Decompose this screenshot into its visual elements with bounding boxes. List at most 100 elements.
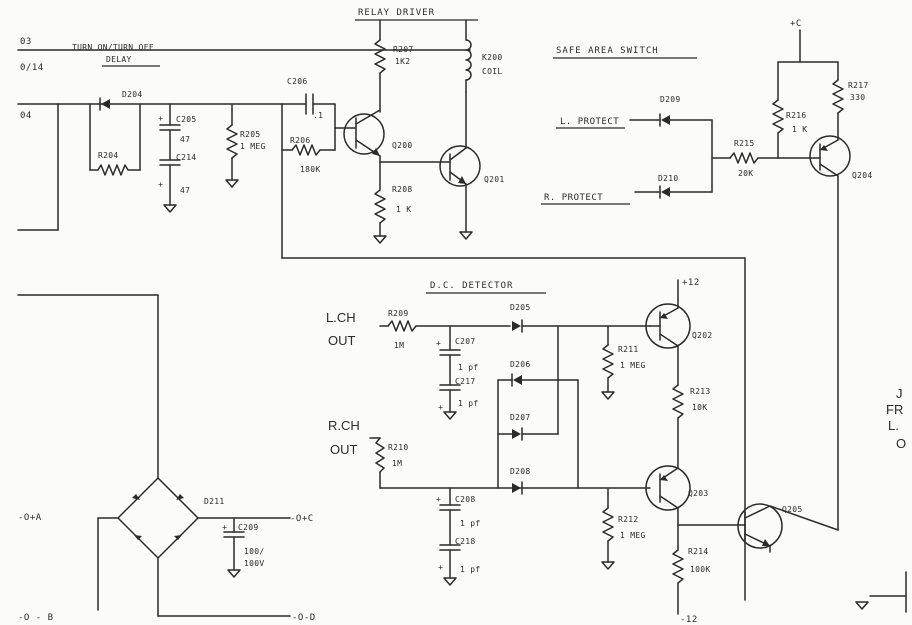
transistor-q203: Q203 [645, 465, 708, 511]
edge-text-1: FR [886, 402, 903, 417]
input-l-out: OUT [328, 333, 356, 348]
svg-text:+: + [222, 523, 227, 532]
transistor-q201: Q201 [379, 91, 504, 240]
r206-label: R206 [290, 136, 310, 145]
transistor-q204: Q204 [777, 135, 872, 531]
d211-label: D211 [204, 497, 224, 506]
resistor-r212: R212 1 MEG [601, 487, 645, 570]
svg-text:+: + [438, 563, 443, 572]
section-title-turn-on-off: TURN ON/TURN OFF [72, 43, 154, 52]
r213-label: R213 [690, 387, 710, 396]
d209-label: D209 [660, 95, 680, 104]
resistor-r215 [729, 152, 779, 164]
r204-label: R204 [98, 151, 118, 160]
input-l-protect: L. PROTECT [560, 117, 619, 127]
r217-value: 330 [850, 93, 865, 102]
d205-label: D205 [510, 303, 530, 312]
resistor-r217: R217 330 [832, 61, 868, 141]
r206-value: 180K [300, 165, 320, 174]
transistor-q200: Q200 [334, 109, 412, 157]
c209-value-1: 100/ [244, 547, 264, 556]
section-title-safe-area-switch: SAFE AREA SWITCH [556, 46, 659, 56]
r208-value: 1 K [396, 205, 411, 214]
relay-driver-section: RELAY DRIVER C206 .1 R206 180K Q200 [281, 8, 746, 601]
q202-label: Q202 [692, 331, 712, 340]
bridge-rectifier [117, 477, 199, 559]
c218-label: C218 [455, 537, 475, 546]
d207-label: D207 [510, 413, 530, 422]
dc-detector-section: D.C. DETECTOR L.CH OUT R209 1M + + C207 … [326, 278, 839, 625]
diode-d208: D208 [510, 467, 530, 495]
c214-label: C214 [176, 153, 196, 162]
edge-text-2: L. [888, 418, 899, 433]
power-supply-section: -O+A -O - B -O-D -O+C D211 + C209 100/ 1… [17, 294, 316, 623]
diode-d209: D209 [659, 95, 680, 127]
c207-label: C207 [455, 337, 475, 346]
resistor-r211: R211 1 MEG [601, 325, 645, 400]
q204-label: Q204 [852, 171, 872, 180]
d208-label: D208 [510, 467, 530, 476]
r210-value: 1M [392, 459, 402, 468]
r209-value: 1M [394, 341, 404, 350]
r205-value: 1 MEG [240, 142, 266, 151]
r216-value: 1 K [792, 125, 807, 134]
r207-value: 1K2 [395, 57, 410, 66]
r213-value: 10K [692, 403, 707, 412]
c206-value: .1 [313, 111, 323, 120]
c217-value: 1 pf [458, 399, 478, 408]
net-label-03: 03 [20, 37, 32, 47]
c217-label: C217 [455, 377, 475, 386]
resistor-r204 [89, 164, 141, 176]
diode-d206: D206 [497, 360, 530, 387]
c218-value: 1 pf [460, 565, 480, 574]
r205-label: R205 [240, 130, 260, 139]
svg-text:+: + [438, 403, 443, 412]
input-r-protect: R. PROTECT [544, 193, 603, 203]
svg-text:+: + [436, 495, 441, 504]
edge-text-0: J [896, 386, 903, 401]
d204-label: D204 [122, 90, 142, 99]
q200-label: Q200 [392, 141, 412, 150]
safe-area-switch-section: SAFE AREA SWITCH L. PROTECT D209 R. PROT… [541, 19, 872, 531]
resistor-r207: R207 1K2 [374, 19, 413, 113]
r209-label: R209 [388, 309, 408, 318]
transistor-q205: Q205 [737, 503, 839, 553]
r215-label: R215 [734, 139, 754, 148]
net-label-plus-12: +12 [682, 278, 700, 288]
resistor-r209 [387, 320, 511, 332]
r216-label: R216 [786, 111, 806, 120]
r207-label: R207 [393, 45, 413, 54]
transistor-q202: Q202 [645, 303, 712, 349]
capacitor-c208-c218: + + C208 1 pf C218 1 pf [436, 487, 480, 586]
svg-text:+: + [158, 114, 163, 123]
c207-value: 1 pf [458, 363, 478, 372]
c205-value: 47 [180, 135, 190, 144]
k200-value: COIL [482, 67, 502, 76]
net-label-minus-12: -12 [680, 615, 698, 625]
d210-label: D210 [658, 174, 678, 183]
net-label-plus-c-out: -O+C [290, 514, 314, 524]
c209-value-2: 100V [244, 559, 264, 568]
q201-label: Q201 [484, 175, 504, 184]
net-label-plus-a: -O+A [18, 513, 42, 523]
k200-label: K200 [482, 53, 502, 62]
section-title-dc-detector: D.C. DETECTOR [430, 281, 513, 291]
r215-value: 20K [738, 169, 753, 178]
capacitor-c205-c214: + + C205 47 C214 47 [158, 103, 196, 213]
c209-label: C209 [238, 523, 258, 532]
resistor-r216: R216 1 K [772, 61, 807, 159]
capacitor-c209: + C209 100/ 100V [222, 517, 264, 578]
input-l-ch: L.CH [326, 310, 356, 325]
net-label-minus-d: -O-D [292, 613, 316, 623]
r217-label: R217 [848, 81, 868, 90]
diode-d205: D205 [510, 303, 530, 333]
c205-label: C205 [176, 115, 196, 124]
relay-coil-k200: K200 COIL [465, 19, 502, 93]
resistor-r213: R213 10K [672, 345, 710, 469]
r214-value: 100K [690, 565, 710, 574]
diode-d204: D204 [99, 90, 142, 111]
net-label-04: 04 [20, 111, 32, 121]
right-edge-fragment: J FR L. O [855, 386, 907, 613]
d206-label: D206 [510, 360, 530, 369]
